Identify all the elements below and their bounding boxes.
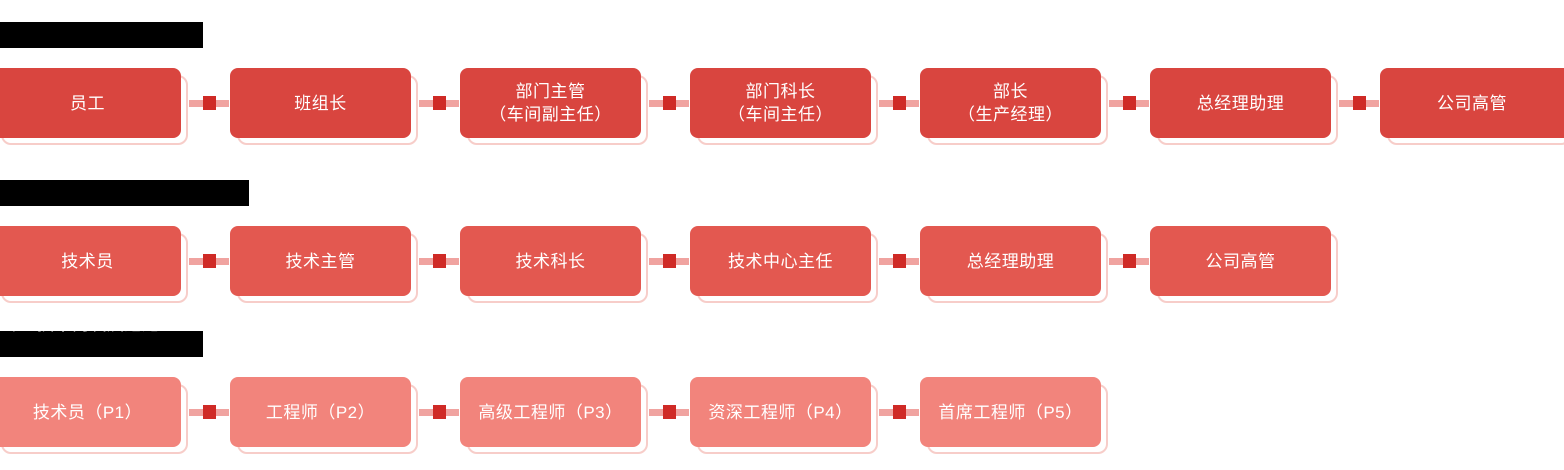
section-heading-text-3: 专业技术岗发展通道 [2,316,160,334]
flow-node[interactable]: 总经理助理 [920,226,1101,296]
connector-node-marker [203,254,216,268]
connector-node-marker [203,96,216,110]
flow-row-3: 技术员（P1） 工程师（P2） 高级工程师（P3） 资深工程师（P4） 首席工程师（P5… [0,377,1564,457]
flow-node-label: 总经理助理 [1196,93,1285,113]
flow-node[interactable]: 技术员 [0,226,181,296]
flow-node[interactable]: 员工 [0,68,181,138]
flow-node-label: 高级工程师（P3） [478,402,623,422]
section-heading-redacted-2 [0,180,249,206]
flow-node[interactable]: 技术主管 [230,226,411,296]
flow-node[interactable]: 班组长 [230,68,411,138]
connector-node-marker [1123,96,1136,110]
flow-node-label: 公司高管 [1437,93,1507,113]
flow-row-1: 员工 班组长 部门主管 （车间副主任） 部门科长 （车间主任） 部长 （生产经理） 总经理… [0,68,1564,148]
connector-node-marker [203,405,216,419]
section-heading-redacted-1 [0,22,203,48]
connector-node-marker [433,96,446,110]
flow-node[interactable]: 总经理助理 [1150,68,1331,138]
flow-node[interactable]: 公司高管 [1380,68,1564,138]
flow-node-label: 技术中心主任 [728,251,833,271]
flow-node-label: 公司高管 [1205,251,1276,271]
flow-node[interactable]: 部长 （生产经理） [920,68,1101,138]
connector-node-marker [663,254,676,268]
connector-node-marker [893,405,906,419]
flow-node[interactable]: 工程师（P2） [230,377,411,447]
connector-node-marker [663,96,676,110]
connector-node-marker [1123,254,1136,268]
flow-node-label: 技术员 [61,251,114,271]
connector-node-marker [1353,96,1366,110]
flow-row-2: 技术员 技术主管 技术科长 技术中心主任 总经理助理 公司高管 [0,226,1564,306]
flow-node-label: 部长 （生产经理） [958,82,1063,124]
connector-node-marker [893,254,906,268]
flow-node[interactable]: 资深工程师（P4） [690,377,871,447]
flow-node-label: 班组长 [294,93,347,113]
connector-node-marker [433,254,446,268]
flow-node-label: 技术主管 [285,251,356,271]
flow-node[interactable]: 技术中心主任 [690,226,871,296]
section-heading-redacted-3: 专业技术岗发展通道 [0,321,203,357]
flow-node-label: 总经理助理 [966,251,1055,271]
flow-node-label: 技术科长 [515,251,586,271]
flow-node[interactable]: 技术科长 [460,226,641,296]
connector-node-marker [893,96,906,110]
flow-node[interactable]: 部门主管 （车间副主任） [460,68,641,138]
connector-node-marker [663,405,676,419]
flow-node-label: 员工 [70,93,105,113]
connector-node-marker [433,405,446,419]
flow-node-label: 部门主管 （车间副主任） [489,82,612,124]
flow-node[interactable]: 部门科长 （车间主任） [690,68,871,138]
flow-node[interactable]: 公司高管 [1150,226,1331,296]
flow-node-label: 技术员（P1） [32,402,143,422]
flow-node[interactable]: 高级工程师（P3） [460,377,641,447]
flow-node[interactable]: 技术员（P1） [0,377,181,447]
flow-node[interactable]: 首席工程师（P5） [920,377,1101,447]
flow-node-label: 部门科长 （车间主任） [728,82,833,124]
flow-node-label: 首席工程师（P5） [938,402,1083,422]
flow-node-label: 工程师（P2） [265,402,376,422]
flow-node-label: 资深工程师（P4） [708,402,853,422]
